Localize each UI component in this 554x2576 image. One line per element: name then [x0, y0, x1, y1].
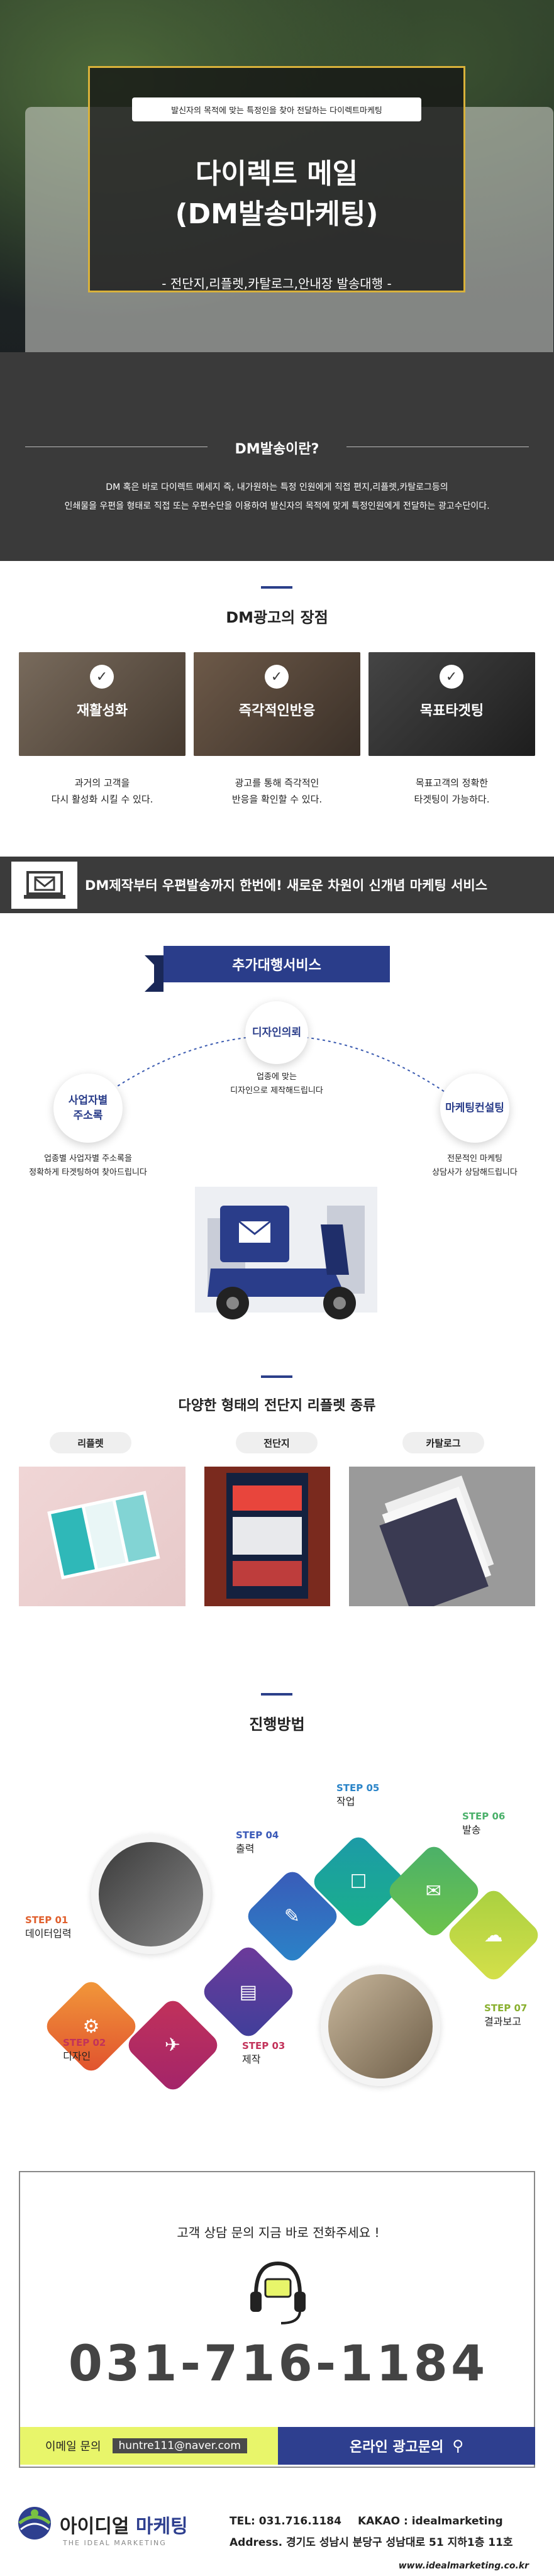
- strength-card-reactivation: ✓ 재활성화: [19, 652, 186, 756]
- tab-leaflet: 리플렛: [50, 1432, 131, 1453]
- contact-box: 고객 상담 문의 지금 바로 전화주세요 ! 031-716-1184 이메일 …: [19, 2171, 535, 2468]
- online-inquiry-button[interactable]: 온라인 광고문의⚲: [278, 2427, 535, 2465]
- hero-title: 다이렉트 메일 (DM발송마케팅): [88, 154, 465, 235]
- title-bar: [261, 1375, 292, 1378]
- what-is-dm-text: DM 혹은 바로 다이렉트 메세지 즉, 내가원하는 특정 인원에게 직접 편지…: [25, 478, 529, 516]
- hero-subtitle: - 전단지,리플렛,카탈로그,안내장 발송대행 -: [162, 276, 392, 291]
- strength-card-targeting: ✓ 목표타겟팅: [368, 652, 535, 756]
- road-image: [0, 352, 554, 415]
- hero-tag: 발신자의 목적에 맞는 특정인을 찾아 전달하는 다이렉트마케팅: [132, 97, 421, 121]
- hero-title-line2: (DM발송마케팅): [175, 198, 379, 230]
- strength-label: 재활성화: [77, 703, 128, 719]
- phone-number[interactable]: 031-716-1184: [68, 2336, 489, 2392]
- tab-flyer: 전단지: [236, 1432, 318, 1453]
- brand-name: 아이디얼 마케팅: [60, 2516, 188, 2538]
- brand-subtitle: THE IDEAL MARKETING: [63, 2539, 167, 2547]
- strength-label: 즉각적인반응: [238, 703, 316, 719]
- contact-section: 고객 상담 문의 지금 바로 전화주세요 ! 031-716-1184 이메일 …: [0, 2171, 554, 2504]
- flyer-image: [204, 1467, 330, 1606]
- leaflet-image: [19, 1467, 186, 1606]
- title-bar: [261, 1693, 292, 1696]
- tab-catalog: 카탈로그: [402, 1432, 484, 1453]
- strengths-section: DM광고의 장점 ✓ 재활성화 ✓ 즉각적인반응 ✓ 목표타겟팅 과거의 고객을…: [0, 561, 554, 857]
- typing-photo: [91, 1835, 211, 1954]
- footer-address: Address. 경기도 성남시 분당구 성남대로 51 지하1층 11호: [230, 2536, 513, 2549]
- hero-title-line1: 다이렉트 메일: [195, 158, 358, 190]
- title-bar: [261, 586, 292, 589]
- marketing-consult-circle: 마케팅컨설팅: [440, 1074, 509, 1143]
- catalog-image: [349, 1467, 535, 1614]
- headset-icon: [250, 2261, 306, 2324]
- strength-label: 목표타겟팅: [419, 703, 484, 719]
- step-2-segment: ✈: [124, 1996, 222, 2094]
- service-banner: DM제작부터 우편발송까지 한번에! 새로운 차원이 신개념 마케팅 서비스: [0, 857, 554, 913]
- what-is-dm-line1: DM 혹은 바로 다이렉트 메세지 즉, 내가원하는 특정 인원에게 직접 편지…: [106, 482, 448, 492]
- banner-text: DM제작부터 우편발송까지 한번에! 새로운 차원이 신개념 마케팅 서비스: [85, 878, 488, 893]
- what-is-dm-section: DM발송이란? DM 혹은 바로 다이렉트 메세지 즉, 내가원하는 특정 인원…: [0, 415, 554, 561]
- what-is-dm-title: DM발송이란?: [235, 441, 319, 457]
- search-icon: ⚲: [452, 2437, 463, 2455]
- what-is-dm-line2: 인쇄물을 우편을 형태로 직접 또는 우편수단을 이용하여 발신자의 목적에 맞…: [64, 501, 490, 511]
- strengths-title: DM광고의 장점: [226, 609, 328, 626]
- footer-website[interactable]: www.idealmarketing.co.kr: [398, 2561, 529, 2571]
- strength-card-instant: ✓ 즉각적인반응: [194, 652, 360, 756]
- contact-ask: 고객 상담 문의 지금 바로 전화주세요 !: [177, 2225, 380, 2240]
- footer-kakao: KAKAO : idealmarketing: [357, 2515, 503, 2528]
- footer-tel: TEL: 031.716.1184: [230, 2515, 341, 2528]
- check-icon: ✓: [440, 665, 463, 689]
- footer: 아이디얼 마케팅 THE IDEAL MARKETING TEL: 031.71…: [0, 2504, 554, 2576]
- leaflet-types-title: 다양한 형태의 전단지 리플렛 종류: [178, 1398, 376, 1414]
- toys-photo: [321, 1967, 440, 2086]
- design-request-circle: 디자인의뢰: [245, 1001, 308, 1064]
- globe-logo-icon: [18, 2507, 51, 2540]
- leaflet-types-section: 다양한 형태의 전단지 리플렛 종류 리플렛 전단지 카탈로그: [0, 1341, 554, 1693]
- extra-services-ribbon: 추가대행서비스: [145, 946, 390, 992]
- hero-section: 발신자의 목적에 맞는 특정인을 찾아 전달하는 다이렉트마케팅 다이렉트 메일…: [0, 0, 554, 415]
- email-address[interactable]: huntre111@naver.com: [112, 2438, 247, 2453]
- laptop-mail-icon: [11, 862, 77, 909]
- check-icon: ✓: [90, 665, 114, 689]
- check-icon: ✓: [265, 665, 289, 689]
- step-3-segment: ▤: [199, 1943, 297, 2041]
- delivery-scooter-icon: [195, 1187, 377, 1319]
- process-title: 진행방법: [249, 1716, 305, 1733]
